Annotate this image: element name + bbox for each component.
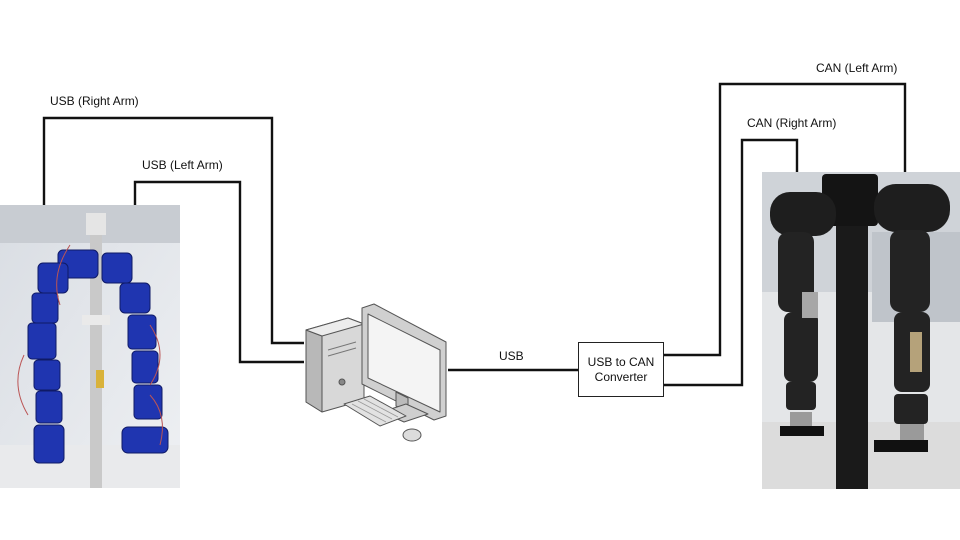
can-right-arm-label: CAN (Right Arm): [747, 116, 837, 130]
blue-robot-arms-photo: [0, 205, 180, 488]
usb-right-arm-label: USB (Right Arm): [50, 94, 139, 108]
can-left-arm-line: [664, 82, 907, 357]
usb-to-can-converter-box: USB to CAN Converter: [578, 342, 664, 397]
usb-label: USB: [499, 349, 524, 363]
usb-left-arm-label: USB (Left Arm): [142, 158, 223, 172]
black-robot-arms-photo: [762, 172, 960, 489]
converter-line-1: USB to CAN: [587, 354, 655, 369]
converter-line-2: Converter: [594, 369, 648, 384]
can-right-arm-line: [664, 138, 799, 387]
can-left-arm-label: CAN (Left Arm): [816, 61, 898, 75]
usb-right-arm-line: [42, 116, 304, 345]
desktop-computer-icon: [305, 303, 447, 442]
usb-left-arm-line: [133, 180, 304, 364]
